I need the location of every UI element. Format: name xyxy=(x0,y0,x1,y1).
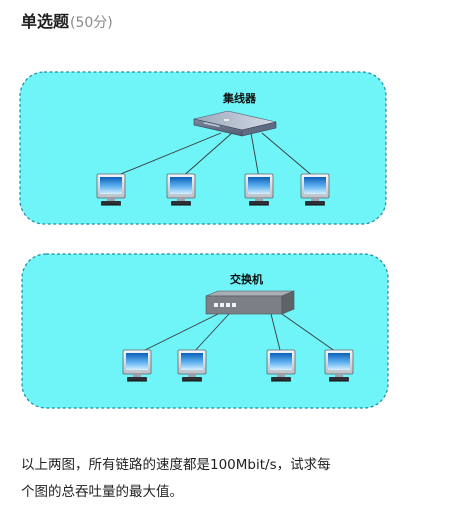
switch-label: 交换机 xyxy=(230,272,263,286)
hub-label: 集线器 xyxy=(222,91,257,105)
hub-network-panel xyxy=(19,71,387,225)
switch-link xyxy=(270,313,282,355)
question-text-line-1: 以上两图，所有链路的速度都是100Mbit/s，试求每 xyxy=(21,457,331,473)
question-score-label: (50分) xyxy=(70,15,113,31)
hub-links xyxy=(110,132,316,179)
question-header: 单选题 (50分) xyxy=(21,8,113,32)
question-body: 以上两图，所有链路的速度都是100Mbit/s，试求每 个图的总吞吐量的最大值。 xyxy=(21,452,411,506)
switch-links xyxy=(136,313,340,355)
network-diagram: 集线器 交换机 xyxy=(19,71,389,409)
network-figure: 集线器 交换机 xyxy=(18,70,396,418)
hub-device-icon xyxy=(193,110,277,137)
switch-network-panel xyxy=(21,253,389,409)
hub-link xyxy=(110,132,222,179)
switch-device-icon xyxy=(205,290,295,315)
hub-link xyxy=(180,132,233,179)
switch-link xyxy=(136,313,219,355)
switch-link xyxy=(191,313,230,355)
hub-link xyxy=(261,132,316,179)
hub-link xyxy=(250,132,260,179)
switch-link xyxy=(281,313,340,355)
question-type-label: 单选题 xyxy=(21,12,70,31)
question-text-line-2: 个图的总吞吐量的最大值。 xyxy=(21,484,183,500)
